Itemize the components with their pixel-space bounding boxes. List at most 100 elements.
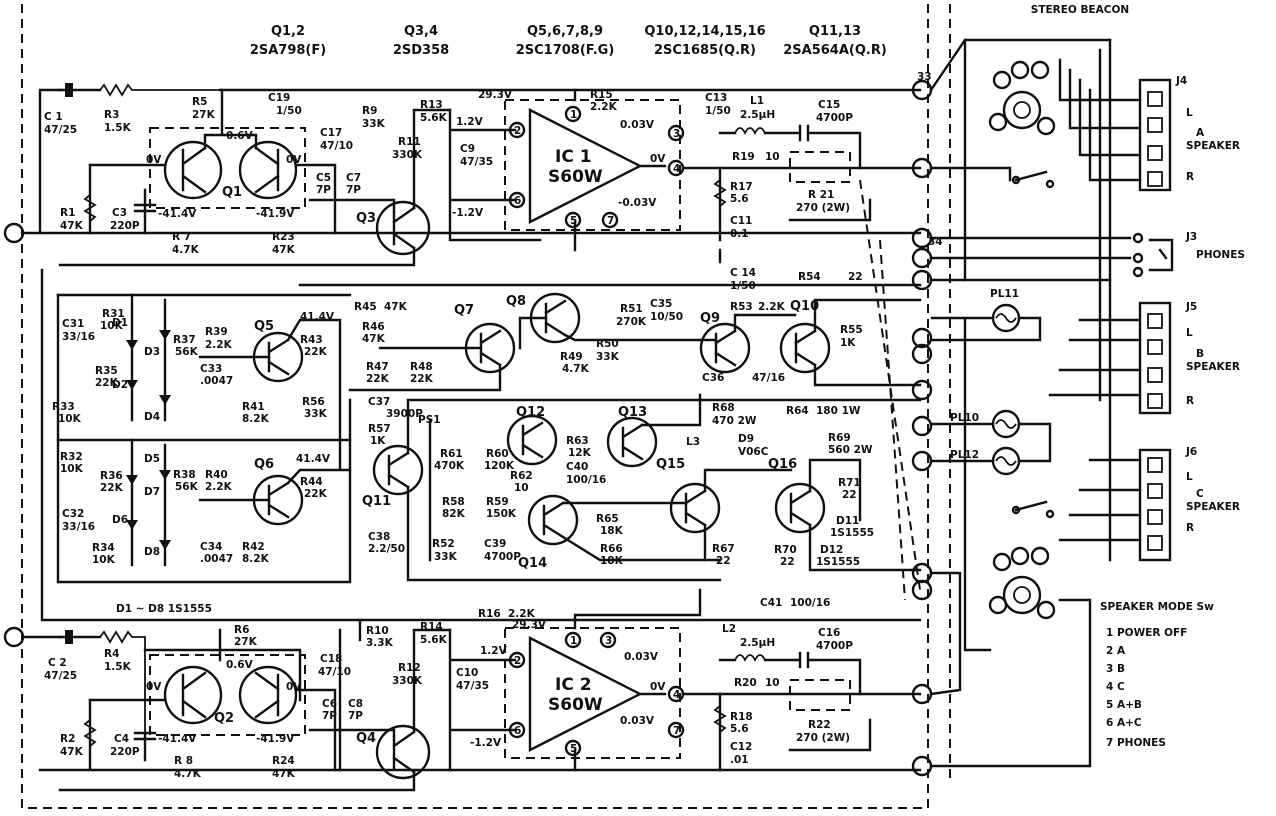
- component-label: 3900P: [386, 408, 423, 420]
- component-label: C40: [566, 461, 588, 473]
- ic2-pin5: 5: [570, 743, 577, 755]
- component-label: R67: [712, 543, 735, 555]
- tt-refs-2: Q3,4: [404, 24, 438, 39]
- ic2-part: S60W: [548, 695, 603, 715]
- component-label: 41.4V: [296, 453, 331, 465]
- component-label: R70: [774, 544, 797, 556]
- component-label: D8: [144, 546, 160, 558]
- component-label: R13: [420, 99, 443, 111]
- component-label: Q8: [506, 294, 526, 309]
- component-label: R71: [838, 477, 861, 489]
- component-label: Q3: [356, 211, 376, 226]
- component-label: R5: [192, 96, 207, 108]
- component-label: 10: [514, 482, 529, 494]
- component-label: R48: [410, 361, 433, 373]
- component-label: 2.2K: [205, 339, 233, 351]
- diode-note: D1 ~ D8 1S1555: [116, 603, 212, 615]
- ic1-pin2: 2: [514, 125, 521, 137]
- component-label: .0047: [200, 553, 233, 565]
- component-label: R50: [596, 338, 619, 350]
- component-label: 10K: [100, 320, 124, 332]
- component-label: Q2: [214, 711, 234, 726]
- component-label: 100/16: [790, 597, 830, 609]
- output-wiring: [859, 38, 1174, 768]
- component-label: 2.5μH: [740, 109, 775, 121]
- component-label: 330K: [392, 149, 423, 161]
- ic2-p7v: 0.03V: [620, 715, 655, 727]
- component-label: R63: [566, 435, 589, 447]
- component-label: L2: [722, 623, 736, 635]
- component-label: 7P: [316, 184, 331, 196]
- component-label: L3: [686, 436, 700, 448]
- component-label: C 2: [48, 657, 67, 669]
- component-label: SPEAKER: [1186, 140, 1240, 152]
- component-label: 8.2K: [242, 413, 270, 425]
- component-label: C 14: [730, 267, 756, 279]
- component-label: C37: [368, 396, 390, 408]
- component-label: 5 A+B: [1106, 699, 1142, 711]
- component-label: R9: [362, 105, 377, 117]
- component-label: 22K: [100, 482, 124, 494]
- component-label: C8: [348, 698, 363, 710]
- component-label: L: [1186, 327, 1193, 339]
- component-label: R64: [786, 405, 809, 417]
- component-label: PL11: [990, 288, 1019, 300]
- component-label: 1.5K: [104, 661, 132, 673]
- component-label: C15: [818, 99, 840, 111]
- component-label: C31: [62, 318, 84, 330]
- component-label: 33K: [434, 551, 458, 563]
- component-label: 1K: [370, 435, 386, 447]
- component-label: 8.2K: [242, 553, 270, 565]
- component-label: 100/16: [566, 474, 606, 486]
- component-label: 27K: [234, 636, 258, 648]
- component-label: 47K: [60, 220, 84, 232]
- component-label: 47K: [60, 746, 84, 758]
- component-label: 4.7K: [172, 244, 200, 256]
- component-label: 47K: [362, 333, 386, 345]
- component-label: R: [1186, 522, 1194, 534]
- board-outline: [21, 4, 951, 809]
- component-label: Q14: [518, 556, 547, 571]
- component-label: Q16: [768, 457, 797, 472]
- component-label: 22: [848, 271, 863, 283]
- component-label: R56: [302, 396, 325, 408]
- component-label: R55: [840, 324, 863, 336]
- component-label: D12: [820, 544, 843, 556]
- component-label: 33K: [596, 351, 620, 363]
- component-label: 1/50: [705, 105, 731, 117]
- component-label: 4.7K: [562, 363, 590, 375]
- component-label: Q5: [254, 319, 274, 334]
- ic1-pin3: 3: [673, 128, 680, 140]
- component-label: C9: [460, 143, 475, 155]
- component-label: R32: [60, 451, 83, 463]
- component-label: C32: [62, 508, 84, 520]
- component-label: 47K: [384, 301, 408, 313]
- component-label: 33/16: [62, 331, 95, 343]
- component-label: R34: [92, 542, 115, 554]
- ic1-pin4: 4: [673, 163, 680, 175]
- component-label: C38: [368, 531, 390, 543]
- component-label: C13: [705, 92, 727, 104]
- component-label: 2.2/50: [368, 543, 405, 555]
- component-label: PS1: [418, 414, 441, 426]
- component-label: C34: [200, 541, 222, 553]
- component-label: 0V: [286, 154, 302, 166]
- stereo-beacon-label: STEREO BEACON: [1031, 4, 1129, 16]
- j5-label: J5: [1185, 301, 1197, 313]
- component-label: 10K: [58, 413, 82, 425]
- component-label: C4: [114, 733, 129, 745]
- component-label: C 1: [44, 111, 63, 123]
- component-label: D9: [738, 433, 754, 445]
- ic2-in-m: -1.2V: [470, 737, 502, 749]
- component-label: V06C: [738, 446, 769, 458]
- component-label: R6: [234, 624, 249, 636]
- tt-part-1: 2SA798(F): [250, 43, 326, 58]
- component-label: Q11: [362, 494, 391, 509]
- speaker-mode-title: SPEAKER MODE Sw: [1100, 601, 1214, 613]
- component-label: R44: [300, 476, 323, 488]
- component-label: R3: [104, 109, 119, 121]
- ic2-pin1: 1: [570, 635, 577, 647]
- component-label: R39: [205, 326, 228, 338]
